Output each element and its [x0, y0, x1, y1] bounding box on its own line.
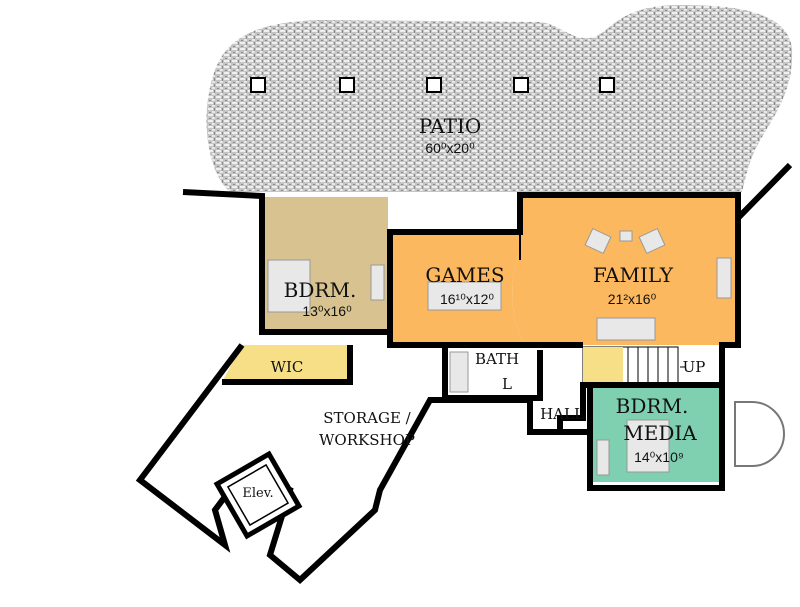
hall-label: HALL: [540, 405, 584, 423]
family-size: 21²x16⁰: [608, 291, 657, 307]
deck: [734, 401, 785, 467]
walls: [135, 162, 793, 584]
patio-area: [206, 5, 793, 192]
media-size: 14⁰x10⁹: [634, 449, 684, 465]
lav-label: L: [502, 375, 512, 393]
patio-label: PATIO: [419, 114, 482, 138]
media-label-line1: BDRM.: [616, 394, 689, 418]
storage-label-line1: STORAGE /: [323, 409, 411, 427]
bedroom-size: 13⁰x16⁰: [302, 303, 352, 319]
wic-label: WIC: [271, 358, 304, 376]
patio-posts: [250, 77, 615, 93]
games-size: 16¹⁰x12⁰: [440, 291, 494, 307]
stairs-up-label: UP: [683, 358, 706, 376]
elevator[interactable]: [213, 450, 303, 540]
bath-label: BATH: [475, 350, 519, 368]
family-label: FAMILY: [593, 263, 674, 287]
storage-label-line2: WORKSHOP: [319, 431, 415, 449]
elevator-label: Elev.: [242, 486, 273, 501]
patio-size: 60⁰x20⁰: [425, 140, 475, 156]
family-floor: [512, 195, 735, 345]
bedroom-label: BDRM.: [284, 278, 357, 302]
furniture: [267, 227, 732, 476]
games-label: GAMES: [425, 263, 504, 287]
media-label-line2: MEDIA: [623, 421, 697, 445]
wic-floor: [222, 345, 350, 382]
